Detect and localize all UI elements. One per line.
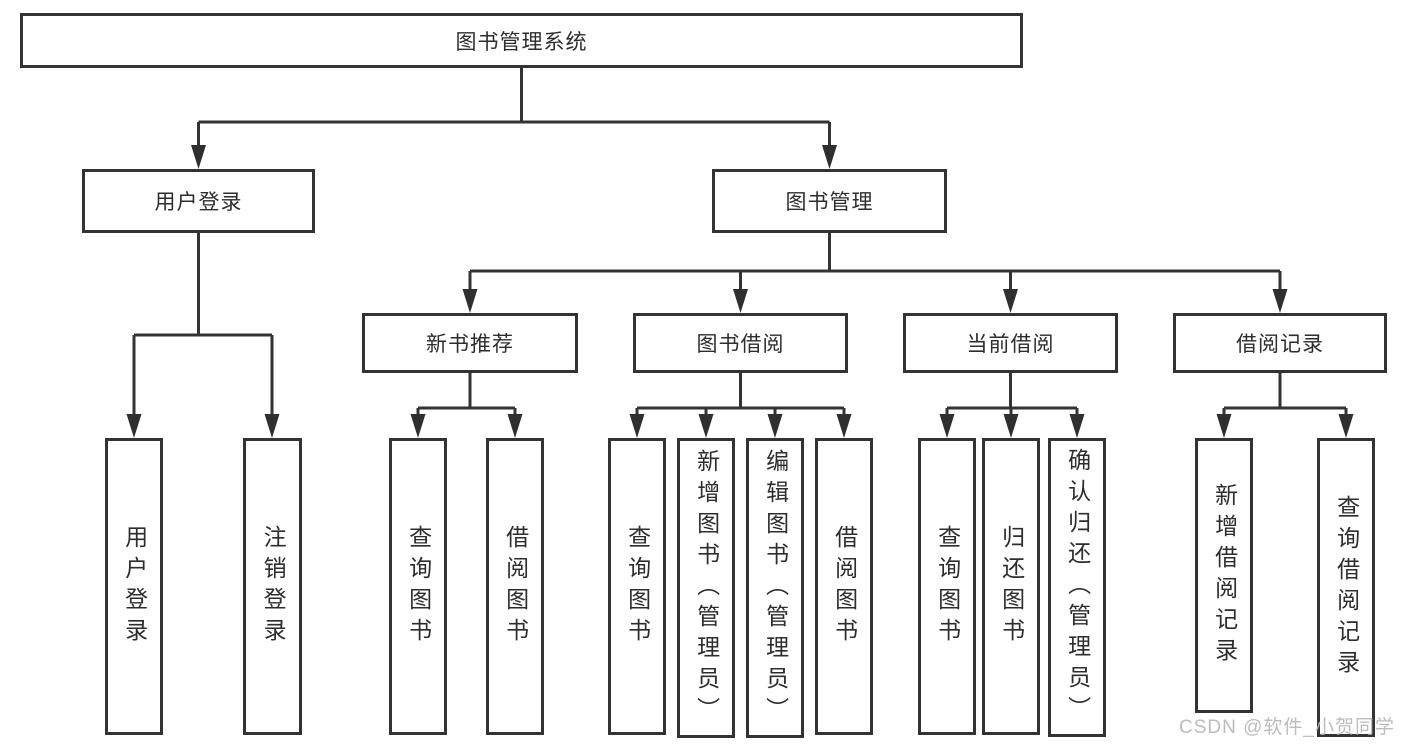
- leaf-query-books-borrowing-label: 查询图书: [624, 524, 651, 649]
- leaf-confirm-return-admin-label: 确认归还（管理员）: [1064, 448, 1091, 727]
- leaf-edit-books-admin: 编辑图书（管理员）: [746, 438, 804, 738]
- leaf-logout: 注销登录: [243, 438, 302, 735]
- leaf-user-login: 用户登录: [105, 438, 163, 735]
- leaf-return-books: 归还图书: [982, 438, 1040, 735]
- leaf-borrow-books: 借阅图书: [815, 438, 873, 735]
- node-borrowing-records: 借阅记录: [1173, 313, 1387, 373]
- node-book-borrowing-label: 图书借阅: [696, 333, 785, 356]
- leaf-query-books-current: 查询图书: [918, 438, 976, 735]
- leaf-borrow-books-label: 借阅图书: [831, 524, 858, 649]
- leaf-add-borrow-record-label: 新增借阅记录: [1211, 482, 1238, 669]
- node-new-book-recommend: 新书推荐: [362, 313, 578, 373]
- node-current-borrowing: 当前借阅: [903, 313, 1118, 373]
- leaf-query-books-current-label: 查询图书: [934, 524, 961, 649]
- node-current-borrowing-label: 当前借阅: [966, 333, 1055, 356]
- node-user-login: 用户登录: [82, 169, 315, 233]
- node-root-label: 图书管理系统: [455, 30, 588, 54]
- leaf-query-books-borrowing: 查询图书: [608, 438, 666, 735]
- leaf-borrow-books-recommend-label: 借阅图书: [502, 524, 529, 649]
- node-user-login-label: 用户登录: [154, 191, 243, 214]
- leaf-logout-label: 注销登录: [260, 524, 287, 649]
- leaf-add-books-admin: 新增图书（管理员）: [677, 438, 735, 738]
- node-root: 图书管理系统: [20, 13, 1023, 68]
- leaf-edit-books-admin-label: 编辑图书（管理员）: [762, 448, 789, 728]
- node-book-borrowing: 图书借阅: [633, 313, 848, 373]
- leaf-query-books-recommend-label: 查询图书: [405, 524, 432, 649]
- leaf-query-borrow-record-label: 查询借阅记录: [1333, 494, 1360, 681]
- csdn-watermark: CSDN @软件_小贺同学: [1179, 717, 1395, 738]
- node-new-book-recommend-label: 新书推荐: [426, 333, 514, 356]
- leaf-query-books-recommend: 查询图书: [389, 438, 447, 735]
- node-book-management-label: 图书管理: [785, 191, 874, 214]
- leaf-add-books-admin-label: 新增图书（管理员）: [693, 448, 720, 728]
- leaf-user-login-label: 用户登录: [121, 524, 148, 649]
- leaf-query-borrow-record: 查询借阅记录: [1317, 438, 1375, 737]
- leaf-confirm-return-admin: 确认归还（管理员）: [1048, 438, 1106, 737]
- node-book-management: 图书管理: [712, 169, 947, 233]
- node-borrowing-records-label: 借阅记录: [1236, 333, 1324, 356]
- leaf-return-books-label: 归还图书: [998, 524, 1025, 649]
- leaf-add-borrow-record: 新增借阅记录: [1195, 438, 1253, 713]
- leaf-borrow-books-recommend: 借阅图书: [486, 438, 544, 735]
